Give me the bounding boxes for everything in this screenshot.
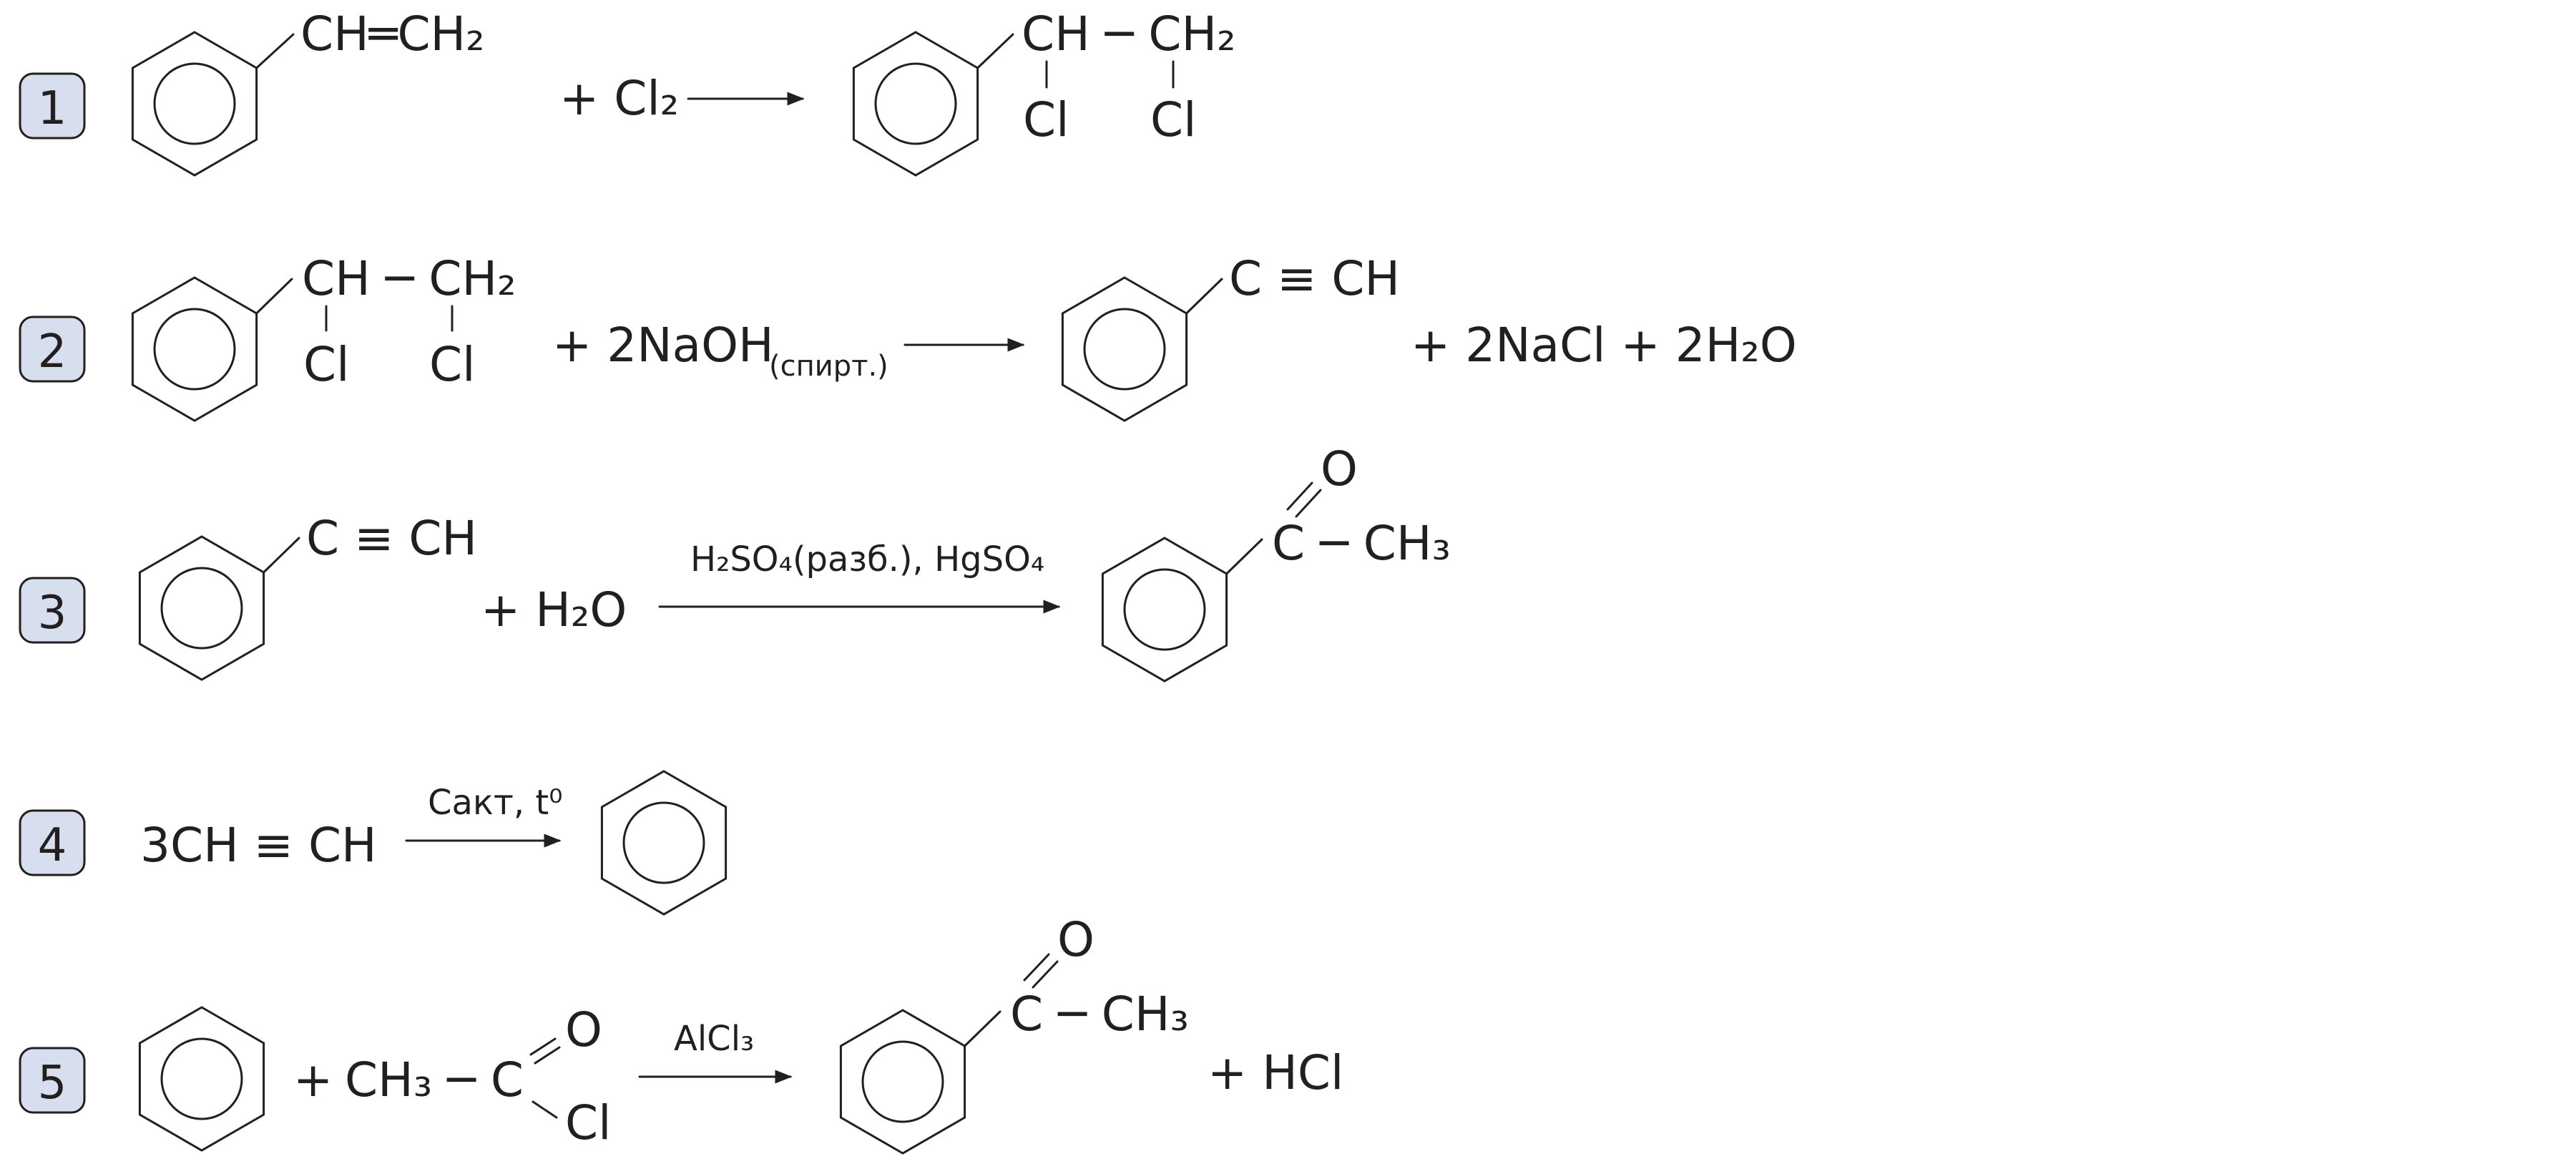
benzene-ring-icon — [600, 770, 728, 916]
reaction-number: 4 — [38, 819, 67, 872]
reaction-2: 2 CH ─ CH₂ Cl Cl + 2NaOH (спирт.) C ≡ CH… — [19, 251, 1797, 422]
double-bond — [534, 1046, 561, 1065]
reaction-conditions: Cакт, t⁰ — [428, 783, 562, 823]
bond — [964, 1010, 1001, 1047]
double-bond — [529, 1037, 557, 1056]
reaction-number: 1 — [38, 82, 67, 135]
double-bond — [1032, 960, 1059, 989]
reaction-number-badge: 1 — [19, 72, 86, 140]
benzene-ring-icon — [138, 1006, 265, 1152]
bond — [263, 537, 300, 574]
reaction-5: 5 + CH₃ ─ C O Cl AlCl₃ O C ─ CH₃ + HCl — [19, 912, 1343, 1155]
acetyl-chloride-chain: CH₃ ─ C — [345, 1052, 524, 1107]
reaction-1: 1 CH═CH₂ + Cl₂ CH ─ CH₂ Cl Cl — [19, 6, 1236, 177]
plus-sign: + — [293, 1052, 333, 1107]
reaction-number-badge: 4 — [19, 809, 86, 876]
reaction-number-badge: 5 — [19, 1047, 86, 1114]
chlorine-reagent: + Cl₂ — [559, 71, 679, 126]
water-reagent: + H₂O — [481, 582, 627, 637]
bond — [976, 33, 1014, 69]
double-bond — [1023, 953, 1050, 982]
benzene-ring-icon — [852, 31, 979, 177]
oxygen-atom: O — [565, 1002, 602, 1057]
reaction-3: 3 C ≡ CH + H₂O H₂SO₄(разб.), HgSO₄ O C ─… — [19, 441, 1451, 683]
acetyl-group: C ─ CH₃ — [1272, 516, 1451, 571]
benzene-ring-icon — [1101, 537, 1228, 683]
vinyl-group: CH═CH₂ — [300, 6, 485, 62]
ethynyl-group: C ≡ CH — [1229, 251, 1400, 306]
chlorine-atom: Cl — [429, 337, 475, 392]
double-bond — [1295, 489, 1322, 518]
bond — [532, 1100, 558, 1119]
benzene-ring-icon — [131, 276, 258, 422]
reaction-number: 5 — [38, 1057, 67, 1110]
chlorine-atom: Cl — [1023, 92, 1069, 147]
naoh-reagent: + 2NaOH — [552, 318, 774, 373]
benzene-ring-icon — [1061, 276, 1188, 422]
bond — [1185, 278, 1223, 315]
solvent-note: (спирт.) — [769, 350, 888, 383]
reaction-number: 2 — [38, 326, 67, 378]
reaction-number-badge: 3 — [19, 577, 86, 644]
benzene-ring-icon — [839, 1009, 966, 1155]
acetyl-group: C ─ CH₃ — [1010, 987, 1189, 1042]
benzene-ring-icon — [138, 535, 265, 681]
ethynyl-group: C ≡ CH — [306, 511, 477, 566]
benzene-ring-icon — [131, 31, 258, 177]
bond — [255, 278, 293, 315]
reaction-number: 3 — [38, 587, 67, 640]
dichloro-chain: CH ─ CH₂ — [1022, 6, 1236, 62]
oxygen-atom: O — [1057, 912, 1094, 967]
dichloro-chain: CH ─ CH₂ — [302, 251, 516, 306]
reaction-conditions: AlCl₃ — [674, 1019, 754, 1059]
double-bond — [1286, 481, 1313, 511]
bond — [255, 33, 295, 69]
byproducts: + 2NaCl + 2H₂O — [1411, 318, 1797, 373]
reaction-number-badge: 2 — [19, 316, 86, 383]
bond — [1225, 538, 1263, 575]
chlorine-atom: Cl — [565, 1095, 611, 1150]
reaction-4: 4 3CH ≡ CH Cакт, t⁰ — [19, 770, 728, 916]
reaction-conditions: H₂SO₄(разб.), HgSO₄ — [690, 539, 1044, 580]
chlorine-atom: Cl — [303, 337, 349, 392]
oxygen-atom: O — [1321, 441, 1358, 497]
acetylene-reactant: 3CH ≡ CH — [140, 818, 377, 873]
chlorine-atom: Cl — [1150, 92, 1196, 147]
hcl-byproduct: + HCl — [1208, 1045, 1343, 1100]
